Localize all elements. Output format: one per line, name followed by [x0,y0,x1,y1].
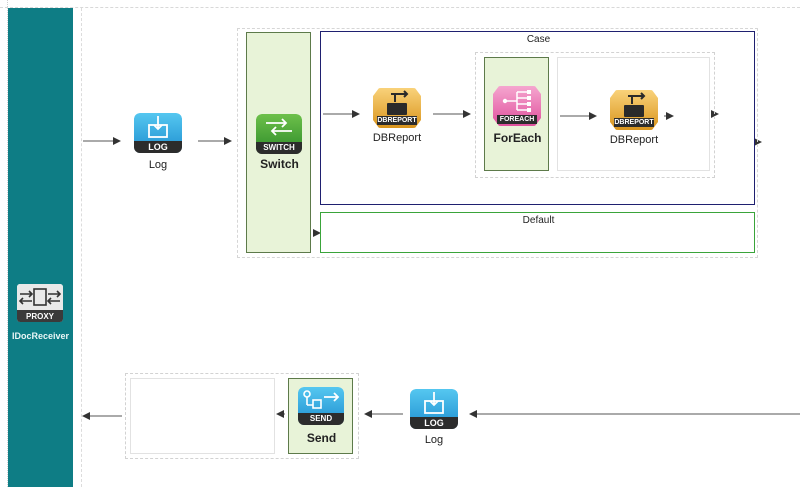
proxy-icon-caption: PROXY [25,312,54,321]
log-node-bottom[interactable]: LOG [410,389,458,429]
log-label-bottom: Log [424,434,444,446]
proxy-node[interactable]: PROXY [17,284,63,322]
foreach-label: ForEach [493,131,542,145]
edge-case-out-arrow [754,138,762,146]
foreach-body[interactable] [557,57,710,171]
send-icon-caption: SEND [309,414,333,423]
canvas-left-border [0,0,8,487]
log-icon [410,389,458,429]
send-activity[interactable]: SEND Send [288,378,353,454]
case-branch[interactable]: Case [320,31,755,205]
edge-default-in-arrow [313,229,321,237]
log-icon [134,113,182,153]
send-label: Send [306,431,337,445]
switch-activity[interactable]: SWITCH Switch [246,32,311,253]
proxy-name: IDocReceiver [11,331,70,341]
log-label-top: Log [148,159,168,171]
foreach-icon [493,86,541,126]
switch-container [237,28,758,258]
switch-label: Switch [260,157,299,171]
foreach-icon-caption: FOREACH [499,116,535,123]
switch-icon-caption: SWITCH [263,143,295,152]
proxy-arrows-icon [17,284,63,322]
switch-node[interactable]: SWITCH [256,114,302,154]
dbreport-node-1[interactable]: DBREPORT [373,88,421,128]
log-node-top[interactable]: LOG [134,113,182,153]
send-output-body[interactable] [130,378,275,454]
dbreport-label-1: DBReport [372,132,422,144]
switch-icon [256,114,302,154]
foreach-container [475,52,715,178]
proxy-lane[interactable] [8,8,73,487]
send-container [125,373,359,459]
dbreport-icon [373,88,421,128]
send-icon [298,387,344,425]
dbreport-icon [610,90,658,130]
lane-separator [81,8,82,487]
default-label: Default [522,215,555,226]
canvas-top-border [0,0,800,8]
edge-loop-out-arrow [711,110,719,118]
case-label: Case [526,34,551,45]
foreach-node[interactable]: FOREACH [493,86,541,126]
log-icon-caption: LOG [148,142,168,152]
foreach-activity[interactable]: FOREACH ForEach [484,57,549,171]
dbreport-label-2: DBReport [609,134,659,146]
dbreport-icon-caption-1: DBREPORT [377,117,417,124]
log-icon-caption-bottom: LOG [424,418,444,428]
send-node[interactable]: SEND [298,387,344,425]
dbreport-icon-caption-2: DBREPORT [614,119,654,126]
default-branch[interactable]: Default [320,212,755,253]
dbreport-node-2[interactable]: DBREPORT [610,90,658,130]
